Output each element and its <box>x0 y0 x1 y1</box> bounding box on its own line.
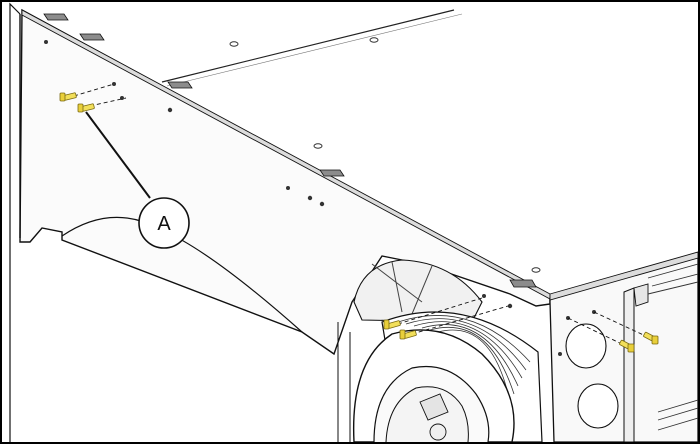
callout-a-label: A <box>157 213 171 235</box>
deck-top-surface <box>161 2 698 294</box>
callout-a-leader-line <box>85 111 151 199</box>
callout-a-bubble <box>138 197 190 249</box>
screw-corner-left <box>619 339 635 353</box>
rear-fender-screw <box>77 103 95 113</box>
callout-a: A <box>85 111 190 249</box>
screw-wheel-lower <box>399 329 417 340</box>
screw-upper-left <box>59 92 77 102</box>
side-fender-panel <box>9 2 551 442</box>
fasteners <box>59 83 659 353</box>
rear-corner-box <box>549 251 698 442</box>
screw-wheel-upper <box>383 319 401 330</box>
wheel-assembly <box>337 259 543 442</box>
screw-corner-right <box>643 331 659 345</box>
